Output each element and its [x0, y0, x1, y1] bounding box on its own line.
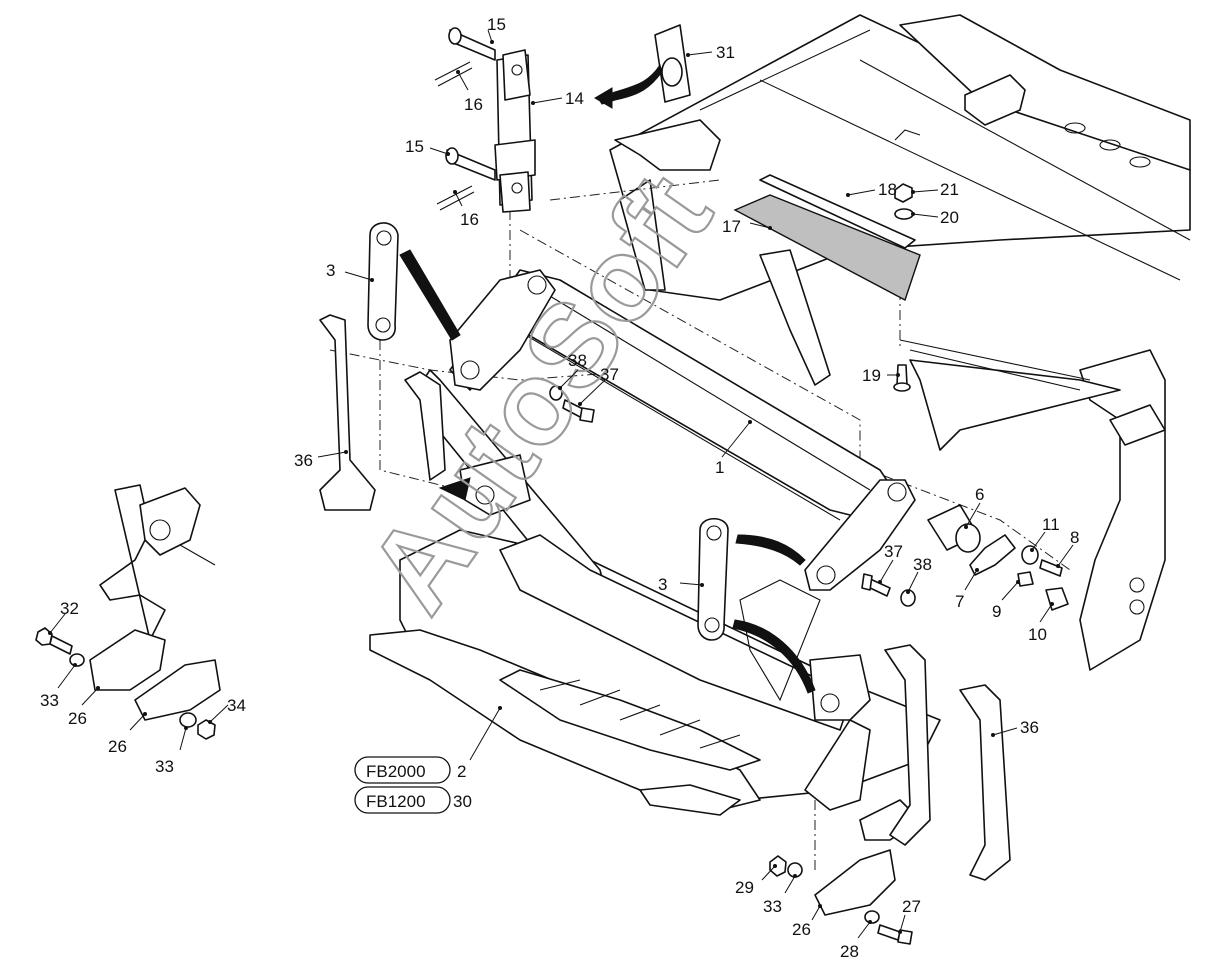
callout-33: 33 [40, 691, 59, 710]
callout-33c: 33 [763, 897, 782, 916]
callout-36b: 36 [1020, 718, 1039, 737]
callout-15b: 15 [405, 137, 424, 156]
callout-9: 9 [992, 602, 1001, 621]
model-number-30: 30 [453, 792, 472, 811]
callout-18: 18 [878, 180, 897, 199]
callout-1: 1 [715, 458, 724, 477]
left-detail [35, 484, 221, 740]
callout-7: 7 [955, 592, 964, 611]
main-frame-arm [449, 269, 916, 591]
callout-27: 27 [902, 897, 921, 916]
callout-34: 34 [227, 696, 246, 715]
callout-31: 31 [716, 43, 735, 62]
callout-32: 32 [60, 599, 79, 618]
callout-14: 14 [565, 89, 584, 108]
callout-37b: 37 [884, 542, 903, 561]
callout-37: 37 [600, 365, 619, 384]
callout-8: 8 [1070, 528, 1079, 547]
callout-16: 16 [464, 95, 483, 114]
callouts: 15 16 14 31 15 16 18 21 20 17 3 38 [40, 15, 1079, 961]
callout-26: 26 [68, 709, 87, 728]
blade-assembly [369, 369, 941, 841]
indicator-arrows [399, 249, 816, 694]
callout-36: 36 [294, 451, 313, 470]
callout-10: 10 [1028, 625, 1047, 644]
machine-frame [609, 14, 1191, 671]
callout-38b: 38 [913, 555, 932, 574]
callout-17: 17 [722, 217, 741, 236]
model-code-fb1200: FB1200 [366, 792, 426, 811]
model-box-fb1200: FB1200 30 [354, 786, 472, 814]
callout-15: 15 [487, 15, 506, 34]
callout-11: 11 [1042, 515, 1060, 534]
callout-3: 3 [326, 261, 335, 280]
model-number-2: 2 [457, 762, 466, 781]
callout-19: 19 [862, 366, 881, 385]
callout-38: 38 [568, 351, 587, 370]
detail-31 [594, 24, 691, 109]
alignment-lines [329, 179, 1071, 870]
callout-29: 29 [735, 878, 754, 897]
mesh-panel [733, 174, 921, 302]
callout-26b: 26 [108, 737, 127, 756]
callout-20: 20 [940, 208, 959, 227]
lower-detail [769, 849, 913, 945]
callout-21: 21 [940, 180, 959, 199]
callout-16b: 16 [460, 210, 479, 229]
callout-28: 28 [840, 942, 859, 961]
hydraulic-cylinder [434, 27, 536, 213]
hardware [549, 183, 1069, 611]
link-parts [367, 222, 729, 641]
model-box-fb2000: FB2000 2 [354, 756, 466, 784]
callout-33b: 33 [155, 757, 174, 776]
callout-6: 6 [975, 485, 984, 504]
callout-26c: 26 [792, 920, 811, 939]
model-code-fb2000: FB2000 [366, 762, 426, 781]
callout-3b: 3 [658, 575, 667, 594]
